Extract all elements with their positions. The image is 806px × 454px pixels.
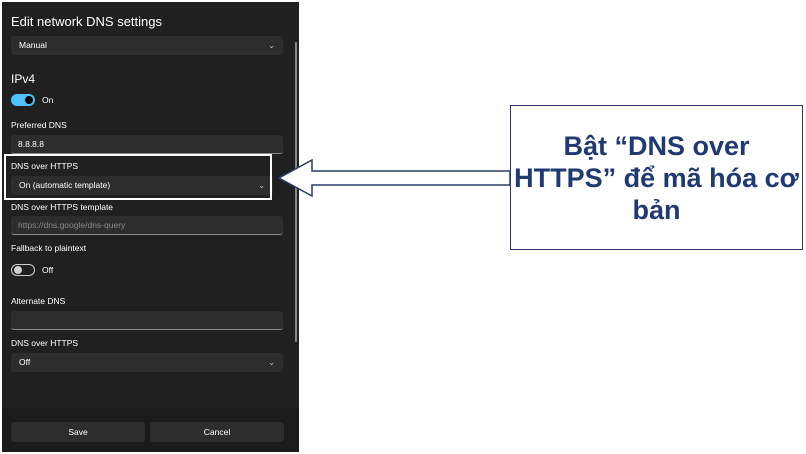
dns-mode-dropdown[interactable]: Manual ⌄	[11, 36, 283, 55]
fallback-toggle[interactable]	[11, 264, 35, 276]
ipv4-toggle-label: On	[42, 95, 54, 105]
chevron-down-icon: ⌄	[268, 358, 275, 367]
cancel-button[interactable]: Cancel	[150, 422, 284, 442]
doh2-dropdown-value: Off	[19, 357, 31, 367]
dialog-footer: Save Cancel	[2, 408, 299, 452]
doh2-dropdown[interactable]: Off ⌄	[11, 353, 283, 372]
annotation-callout: Bật “DNS over HTTPS” để mã hóa cơ bản	[510, 105, 803, 250]
preferred-dns-input[interactable]: 8.8.8.8	[11, 135, 283, 154]
toggle-knob	[25, 96, 33, 104]
save-button[interactable]: Save	[11, 422, 145, 442]
doh-template-label: DNS over HTTPS template	[11, 202, 114, 212]
fallback-label: Fallback to plaintext	[11, 243, 87, 253]
preferred-dns-label: Preferred DNS	[11, 120, 67, 130]
toggle-knob	[14, 266, 22, 274]
scrollbar[interactable]	[295, 42, 297, 342]
doh-label: DNS over HTTPS	[11, 161, 79, 171]
doh2-label: DNS over HTTPS	[11, 338, 79, 348]
ipv4-section-title: IPv4	[11, 72, 36, 86]
chevron-down-icon: ⌄	[268, 41, 275, 50]
callout-text: Bật “DNS over HTTPS” để mã hóa cơ bản	[514, 130, 799, 225]
alternate-dns-label: Alternate DNS	[11, 296, 66, 306]
doh-dropdown[interactable]: On (automatic template) ⌄	[11, 176, 273, 195]
edit-dns-dialog: Edit network DNS settings Manual ⌄ IPv4 …	[2, 2, 299, 452]
alternate-dns-input[interactable]	[11, 311, 283, 330]
doh-template-input[interactable]: https://dns.google/dns-query	[11, 216, 283, 235]
highlight-box	[4, 154, 272, 200]
ipv4-toggle[interactable]	[11, 94, 35, 106]
doh-dropdown-value: On (automatic template)	[19, 180, 111, 190]
dns-mode-value: Manual	[19, 40, 47, 50]
chevron-down-icon: ⌄	[258, 181, 265, 190]
fallback-toggle-label: Off	[42, 265, 54, 275]
dialog-title: Edit network DNS settings	[11, 14, 163, 29]
